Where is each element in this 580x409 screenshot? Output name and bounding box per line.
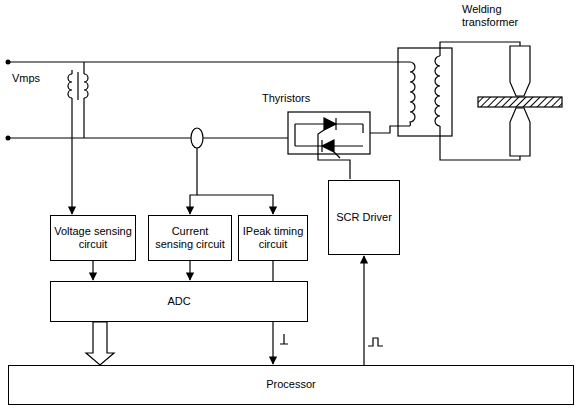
thyristors (324, 118, 336, 130)
current-transformer (191, 128, 203, 148)
thyristors (322, 140, 334, 152)
sensing-box: Current sensing circuit (148, 215, 232, 261)
voltage-transformer (68, 74, 72, 98)
mains-wires (8, 62, 410, 138)
driver-box: SCR Driver (328, 180, 400, 255)
electrodes (478, 46, 562, 156)
signal-arrow (92, 261, 93, 280)
voltage-transformer (71, 70, 72, 214)
processor-box: Processor (8, 365, 574, 405)
electrodes (478, 97, 562, 107)
mains-wires (370, 126, 410, 133)
thyristors (318, 130, 350, 179)
electrodes (510, 46, 530, 96)
box-text: Voltage sensing circuit (54, 225, 132, 251)
timing-box: IPeak timing circuit (238, 215, 308, 261)
welding-transformer (398, 48, 452, 136)
pulse-symbols (280, 334, 288, 344)
box-text: ADC (167, 295, 190, 308)
box-text: IPeak timing circuit (242, 225, 304, 251)
adc-box: ADC (50, 281, 308, 322)
signal-arrow (189, 261, 190, 280)
pulse-symbols (368, 338, 383, 346)
thyristors (334, 152, 340, 158)
component-label: Thyristors (262, 92, 332, 105)
electrodes (510, 108, 530, 156)
voltage-transformer (84, 74, 88, 98)
thyristors (288, 112, 370, 154)
sensing-box: Voltage sensing circuit (50, 215, 136, 261)
pulse-symbols (280, 334, 383, 346)
voltage-transformer (83, 98, 84, 138)
mains-wires (8, 137, 288, 138)
mains-wires (8, 61, 410, 62)
terminal-dots (6, 60, 11, 141)
supply-label: Vmps (12, 72, 72, 85)
signal-arrow (363, 256, 364, 365)
current-transformer (190, 128, 273, 214)
terminal-dots (6, 60, 11, 65)
box-text: SCR Driver (336, 211, 392, 224)
voltage-transformer (83, 62, 84, 74)
bus-arrow (86, 322, 114, 365)
welding-transformer (435, 56, 440, 126)
welding-transformer (440, 42, 520, 56)
welding-transformer (440, 126, 520, 160)
current-transformer (197, 195, 273, 214)
voltage-transformer (77, 72, 78, 100)
current-transformer (190, 148, 197, 214)
welding-transformer (410, 62, 415, 126)
terminal-dots (6, 136, 11, 141)
component-label: Welding transformer (462, 3, 542, 29)
box-text: Current sensing circuit (152, 225, 228, 251)
box-text: Processor (266, 378, 316, 391)
voltage-transformer (68, 62, 88, 214)
thyristors (288, 112, 370, 179)
